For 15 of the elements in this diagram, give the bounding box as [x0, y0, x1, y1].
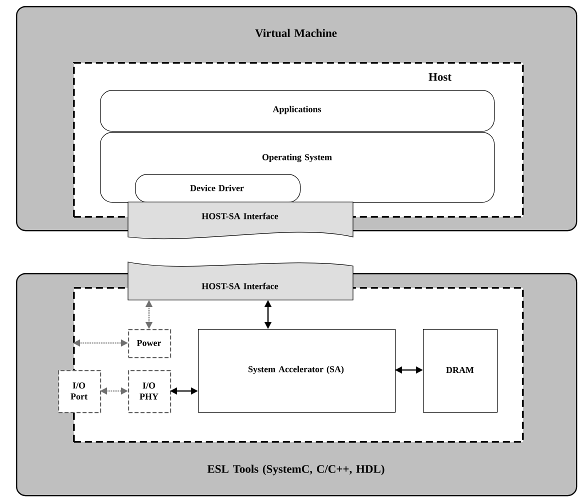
- optional-block: I/O PHY: [128, 370, 172, 414]
- arrow: [170, 387, 198, 395]
- optional-block: I/O Port: [58, 370, 102, 414]
- interface-banner: HOST-SA Interface: [128, 202, 354, 240]
- module-box: DRAM: [423, 329, 498, 413]
- arrow: [264, 300, 272, 329]
- arrow: [395, 366, 423, 374]
- arrow: [73, 339, 128, 347]
- arrow: [100, 387, 128, 395]
- optional-block: Power: [128, 329, 172, 358]
- module-box: System Accelerator (SA): [198, 329, 396, 413]
- layer-box: Device Driver: [135, 174, 301, 203]
- interface-banner: HOST-SA Interface: [128, 262, 354, 300]
- arrow: [145, 300, 153, 329]
- layer-box: Applications: [100, 90, 495, 132]
